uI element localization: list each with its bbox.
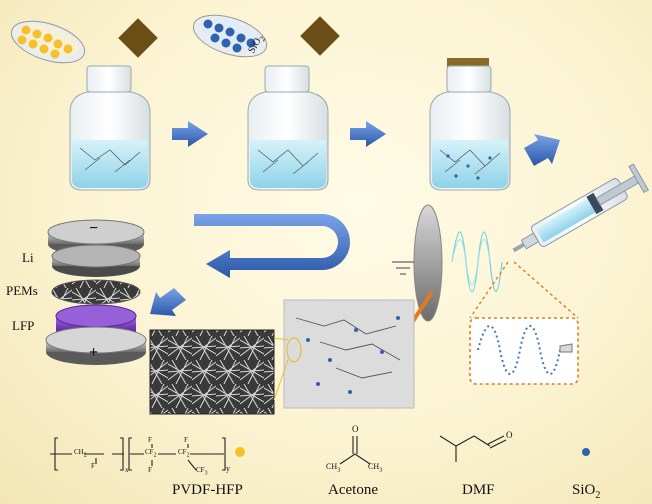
- jet-zoom-box: [469, 317, 579, 385]
- sem-mesh-image: [149, 329, 275, 415]
- arrow-1: [172, 121, 208, 147]
- formula-cf2-2: CF2: [178, 448, 190, 459]
- bottle-2: [247, 65, 329, 191]
- formula-cf2-1: CF2: [145, 448, 157, 459]
- ground-symbol: [392, 261, 414, 275]
- acetone-o: O: [352, 424, 359, 434]
- formula-f1: F: [91, 462, 95, 470]
- sio2-dots: [203, 19, 256, 53]
- legend-dmf: DMF: [462, 482, 495, 498]
- formula-f3: F: [148, 466, 152, 474]
- syringe: [512, 163, 650, 253]
- arrow-to-battery: [150, 288, 186, 316]
- formula-f2: F: [148, 436, 152, 444]
- formula-x: x: [125, 466, 129, 474]
- acetone-ch3-right: CH3: [368, 462, 383, 474]
- pems-layer: [51, 279, 141, 305]
- powder-2: [300, 16, 340, 56]
- pvdf-legend-dot: [235, 447, 245, 457]
- formula-cf3: CF3: [196, 466, 208, 477]
- acetone-ch3-left: CH3: [326, 462, 341, 474]
- legend-sio2: SiO2: [572, 482, 601, 501]
- dmf-structure: [439, 435, 507, 462]
- acetone-structure: [339, 436, 371, 465]
- pvdf-hfp-structure: [50, 437, 226, 471]
- dmf-o: O: [506, 430, 513, 440]
- powder-1: [118, 18, 158, 58]
- arrow-3: [524, 134, 560, 166]
- bottle-1: [69, 65, 151, 191]
- legend-acetone: Acetone: [328, 482, 378, 498]
- bottle-3: [429, 58, 511, 191]
- sem-fiber-image: [283, 299, 415, 409]
- legend-pvdf-hfp: PVDF-HFP: [172, 482, 243, 498]
- pems-label: PEMs: [6, 283, 38, 298]
- formula-ch2: CH2: [74, 448, 87, 459]
- collector-plate: [413, 204, 443, 322]
- lfp-label: LFP: [12, 318, 35, 333]
- formula-y: y: [226, 464, 230, 473]
- sio2-legend-dot: [582, 448, 590, 456]
- minus-sign: −: [89, 220, 99, 237]
- arrow-uturn: [194, 214, 350, 278]
- arrow-2: [350, 121, 386, 147]
- battery-stack: [45, 219, 147, 365]
- plus-sign: +: [89, 344, 99, 361]
- li-label: Li: [22, 250, 34, 265]
- pvdf-dots: [17, 25, 73, 59]
- formula-f4: F: [184, 436, 188, 444]
